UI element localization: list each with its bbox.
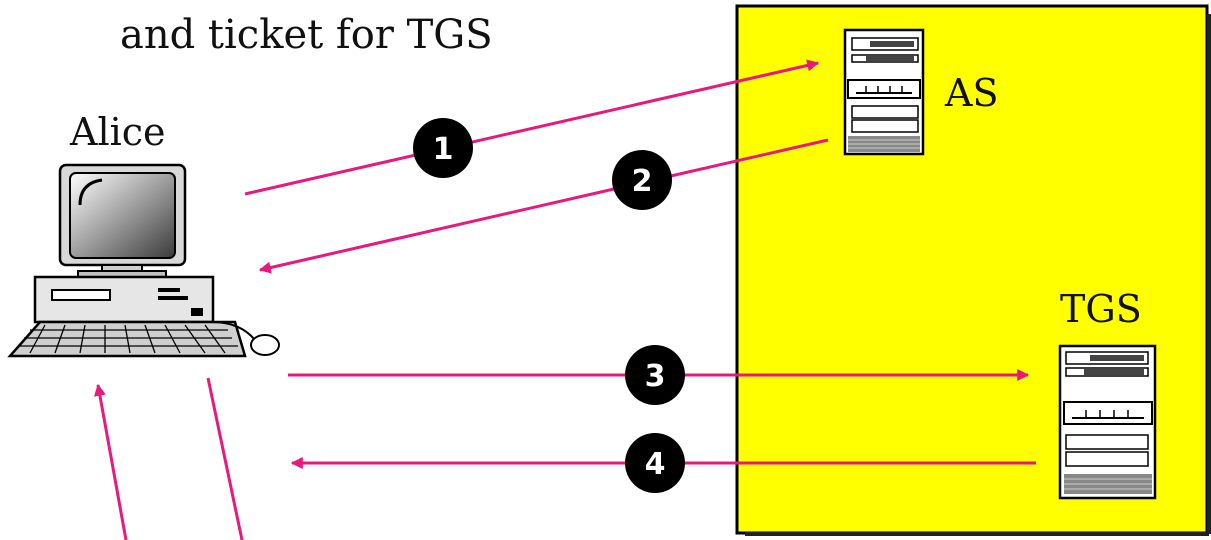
arrow-up-in (94, 383, 128, 540)
arrow-down-out (206, 377, 244, 540)
step-3-number: 3 (645, 359, 666, 394)
computer-icon (7, 163, 280, 358)
as-label: AS (944, 71, 998, 115)
title-fragment: and ticket for TGS (120, 12, 493, 58)
tgs-label: TGS (1060, 287, 1142, 331)
arrow-step-2 (258, 138, 829, 274)
as-server-icon (843, 28, 925, 156)
step-4-number: 4 (645, 447, 666, 482)
step-badge-4: 4 (625, 433, 685, 493)
alice-label: Alice (69, 110, 166, 154)
step-badge-2: 2 (612, 150, 672, 210)
step-2-number: 2 (632, 164, 653, 199)
arrow-step-1 (244, 59, 820, 196)
tgs-server-icon (1058, 344, 1157, 500)
step-badge-1: 1 (413, 118, 473, 178)
step-1-number: 1 (433, 132, 454, 167)
step-badge-3: 3 (625, 345, 685, 405)
